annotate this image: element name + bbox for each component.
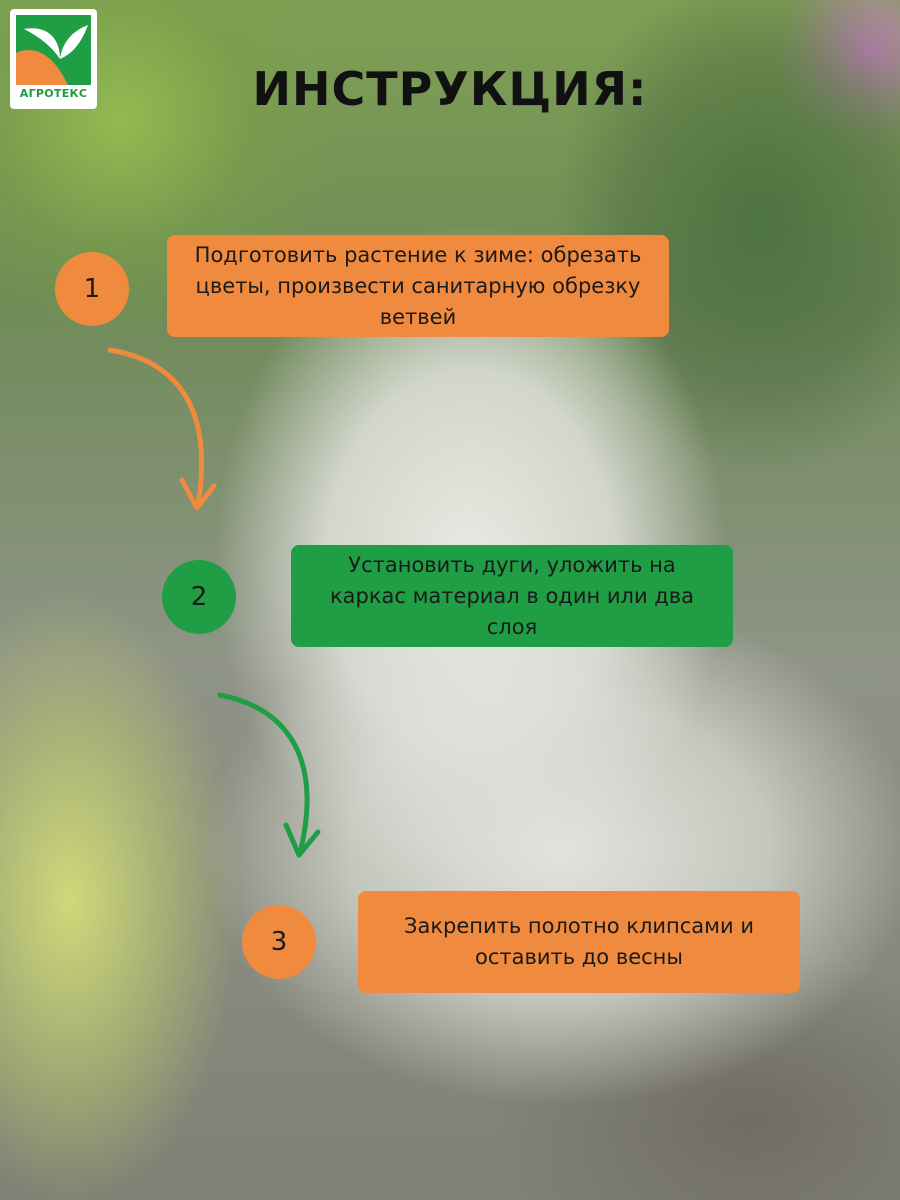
page-title: ИНСТРУКЦИЯ: (252, 62, 648, 116)
step-3-text: Закрепить полотно клипсами и оставить до… (358, 891, 800, 993)
curved-arrow-down-icon (107, 347, 217, 511)
step-1-number: 1 (55, 252, 129, 326)
step-2-text: Установить дуги, уложить на каркас матер… (291, 545, 733, 647)
step-2-number: 2 (162, 560, 236, 634)
brand-name: АГРОТЕКС (19, 87, 88, 100)
leaf-logo-icon (16, 15, 91, 85)
step-1-text: Подготовить растение к зиме: обрезать цв… (167, 235, 669, 337)
curved-arrow-down-icon (217, 692, 321, 858)
brand-logo: АГРОТЕКС (10, 9, 97, 109)
step-3-number: 3 (242, 905, 316, 979)
